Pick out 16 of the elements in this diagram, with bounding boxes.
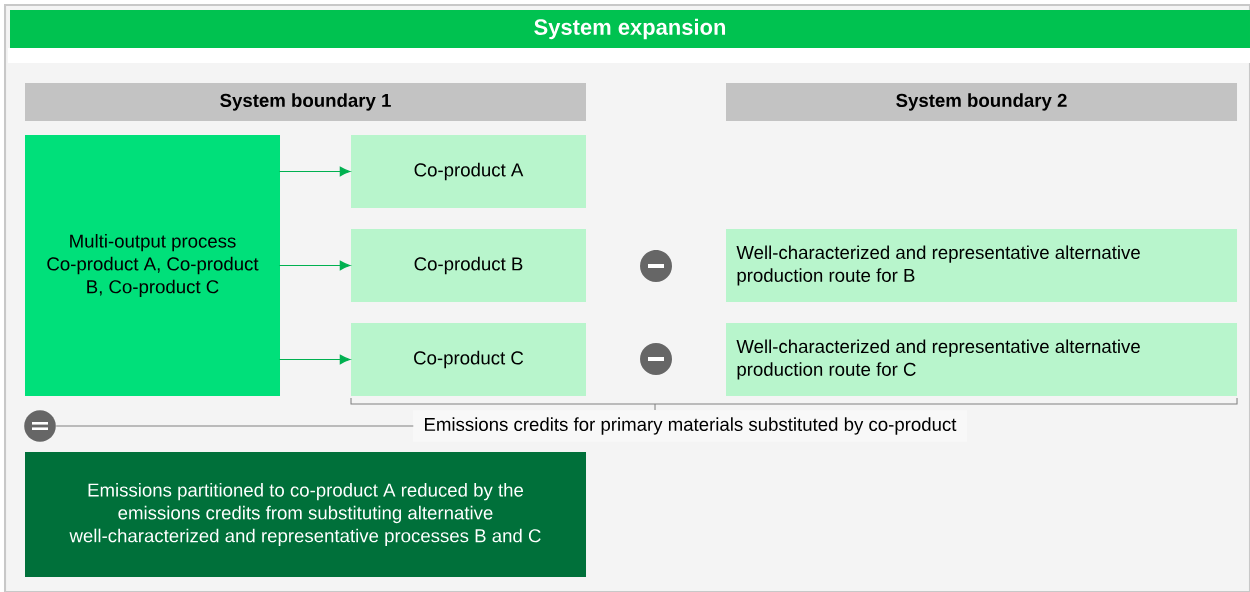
process-box: Co-product C (351, 323, 586, 396)
arrow (278, 166, 351, 177)
boundary-header: System boundary 1 (25, 83, 586, 121)
title-bar: System expansion (10, 10, 1250, 48)
arrow (278, 354, 351, 365)
process-box: Co-product B (351, 229, 586, 302)
arrow (278, 260, 351, 271)
process-box: Well-characterized and representative alternative production route for C (726, 323, 1237, 396)
boundary-header: System boundary 2 (726, 83, 1237, 121)
process-box: Emissions partitioned to co-product A reduced by the emissions credits from substituting alternative well-characterized and representative processes B and C (25, 452, 586, 577)
equals-icon (24, 410, 56, 442)
note-text: Emissions credits for primary materials substituted by co-product (412, 410, 968, 442)
process-box: Multi-output process Co-product A, Co-product B, Co-product C (25, 135, 280, 396)
process-box: Well-characterized and representative alternative production route for B (726, 229, 1237, 302)
connector-line (55, 425, 414, 427)
process-box: Co-product A (351, 135, 586, 208)
